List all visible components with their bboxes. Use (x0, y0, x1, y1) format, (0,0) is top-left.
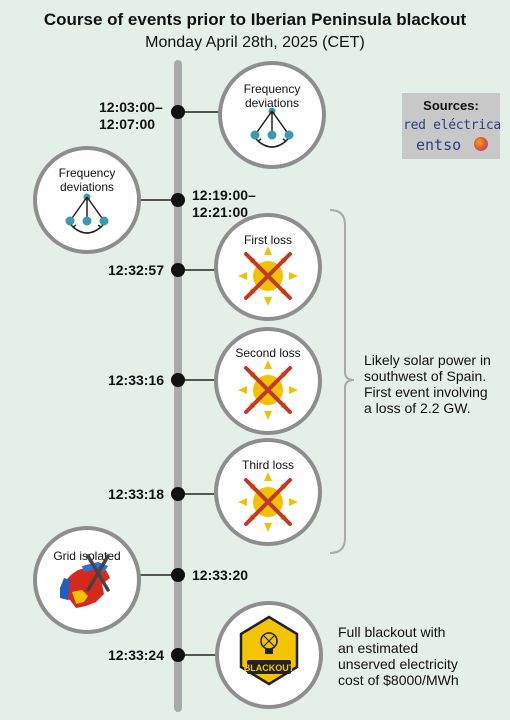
crossed-sun-icon (236, 244, 300, 308)
crossed-sun-icon (236, 470, 300, 534)
event-circle-grid-isolated: Grid isolated (33, 526, 141, 634)
event-time: 12:33:18 (108, 486, 164, 502)
event-time: 12:33:20 (192, 567, 248, 583)
event-time: 12:19:00– (192, 187, 256, 203)
bracket (329, 209, 355, 554)
note-line: a loss of 2.2 GW. (364, 400, 471, 416)
event-circle-blackout: BLACKOUT (215, 601, 323, 709)
timeline-dot (171, 648, 185, 662)
timeline-dot (171, 568, 185, 582)
timeline-dot (171, 105, 185, 119)
event-circle-third-loss: Third loss (214, 438, 322, 546)
event-time: 12:33:16 (108, 372, 164, 388)
timeline-dot (171, 373, 185, 387)
entsoe-logo: entso (416, 136, 462, 154)
timeline-dot (171, 487, 185, 501)
timeline-dot (171, 263, 185, 277)
event-time: 12:32:57 (108, 262, 164, 278)
event-time: 12:07:00 (99, 116, 155, 132)
sources-heading: Sources: (423, 98, 479, 113)
crossed-sun-icon (236, 358, 300, 422)
event-circle-first-loss: First loss (214, 213, 322, 321)
solar-note: Likely solar power in southwest of Spain… (364, 352, 491, 416)
page-title: Course of events prior to Iberian Penins… (43, 10, 467, 29)
circle-label: Second loss (235, 346, 300, 360)
circle-label: First loss (244, 233, 292, 247)
blackout-note: Full blackout with an estimated unserved… (338, 624, 459, 688)
circle-label: deviations (245, 96, 299, 110)
note-line: Likely solar power in (364, 352, 491, 368)
event-circle-frequency-2: Frequency deviations (33, 146, 141, 254)
event-time: 12:21:00 (192, 204, 248, 220)
note-line: southwest of Spain. (364, 368, 487, 384)
event-circle-second-loss: Second loss (214, 327, 322, 435)
note-line: an estimated (338, 640, 419, 656)
note-line: Full blackout with (338, 624, 446, 640)
entsoe-logo-mark-icon (474, 137, 488, 151)
page-subtitle: Monday April 28th, 2025 (CET) (145, 34, 365, 51)
circle-label: deviations (60, 180, 114, 194)
iberia-map-icon (60, 554, 110, 608)
circle-label: Third loss (242, 458, 294, 472)
event-time: 12:33:24 (108, 647, 164, 663)
sources-box: Sources: red eléctrica entso (402, 93, 501, 159)
blackout-sign-icon: BLACKOUT (239, 615, 299, 686)
note-line: unserved electricity (338, 656, 458, 672)
event-time: 12:03:00– (99, 99, 163, 115)
note-line: First event involving (364, 384, 488, 400)
event-circle-frequency-1: Frequency deviations (218, 61, 326, 169)
circle-label: Frequency (59, 166, 116, 180)
blackout-badge: BLACKOUT (244, 663, 295, 673)
red-electrica-logo: red eléctrica (403, 118, 501, 133)
timeline-dot (171, 193, 185, 207)
note-line: cost of $8000/MWh (338, 672, 459, 688)
circle-label: Frequency (244, 82, 301, 96)
